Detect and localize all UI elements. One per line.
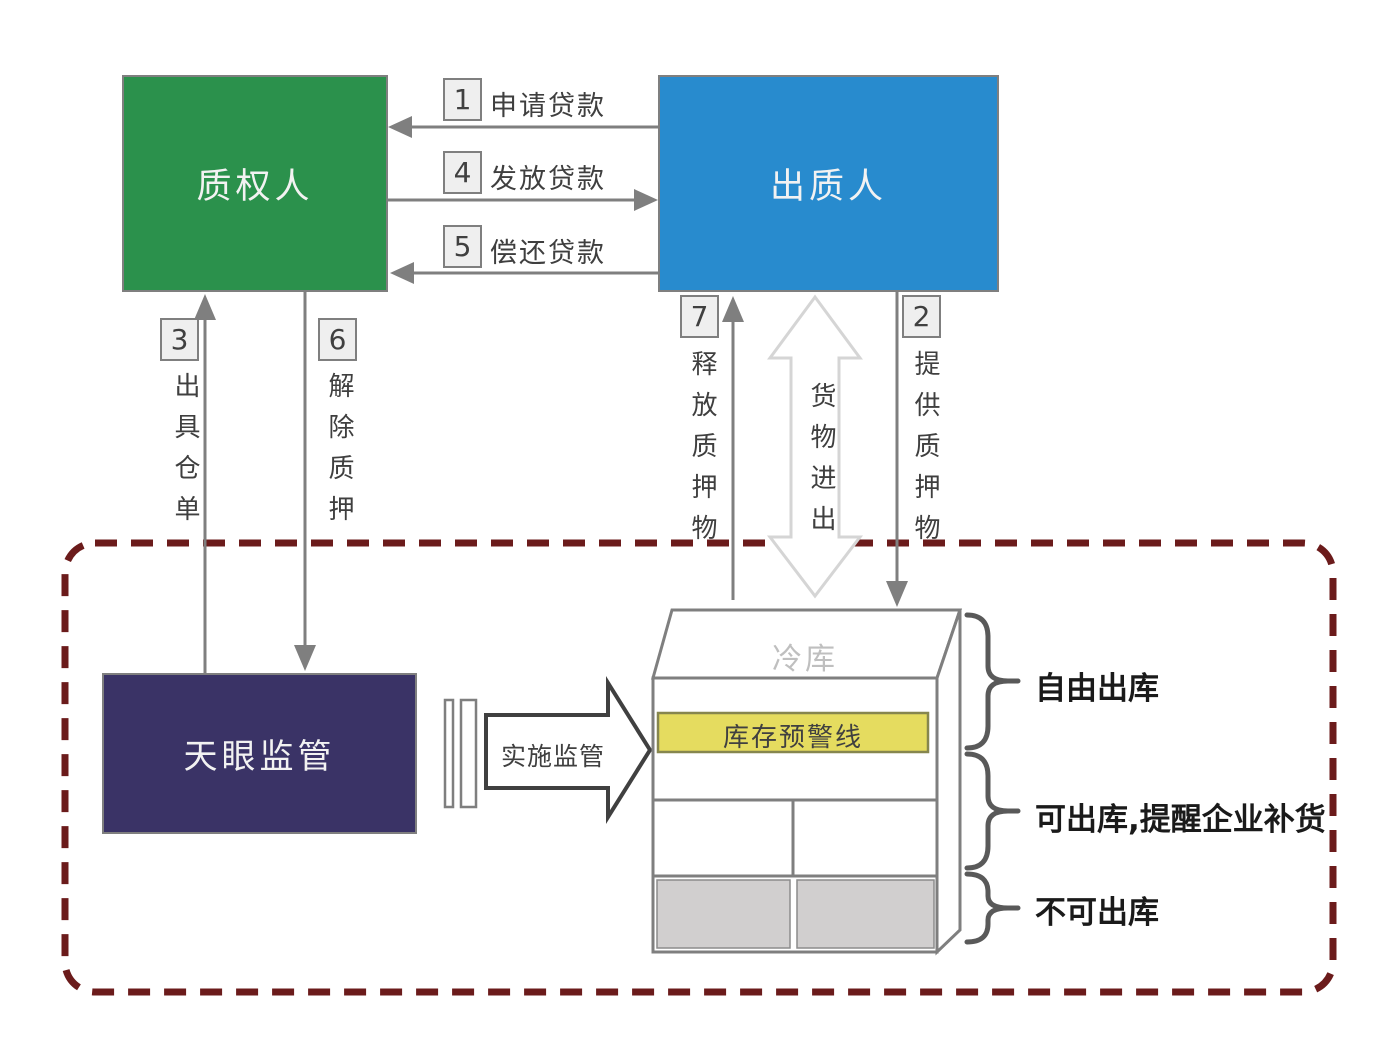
node-pledgee-label: 质权人 [196, 167, 314, 207]
arrow-issue-receipt-head [194, 294, 216, 320]
flow-label-repay-loan: 偿还贷款 [490, 238, 606, 269]
warning-line-label: 库存预警线 [722, 723, 863, 753]
warning-line-band [656, 711, 930, 754]
blocked-cell-right [796, 879, 935, 949]
flow-label-release-pledge: 解除质押 [324, 372, 354, 536]
supervision-bar-2 [459, 698, 478, 809]
flow-num-issue-receipt: 3 [160, 318, 199, 361]
goods-in-out-arrow [766, 294, 864, 599]
flow-num-issue-loan: 4 [443, 151, 482, 194]
arrow-issue-loan-head [634, 189, 658, 211]
flow-num-provide-goods: 2 [902, 295, 941, 338]
flow-num-release-pledge: 6 [318, 318, 357, 361]
flow-num-apply-loan: 1 [443, 78, 482, 121]
blocked-cell-left [656, 879, 791, 949]
implement-supervision-label: 实施监管 [500, 742, 605, 771]
node-pledgor-label: 出质人 [769, 167, 887, 207]
zone-braces [964, 612, 1021, 945]
arrow-repay-loan-head [390, 262, 414, 284]
node-pledgor: 出质人 [658, 75, 999, 292]
flow-label-issue-receipt: 出具仓单 [170, 372, 200, 536]
node-pledgee: 质权人 [122, 75, 388, 292]
arrow-release-pledge-head [294, 645, 316, 671]
brace-no-outbound [964, 871, 1021, 945]
node-supervision-label: 天眼监管 [183, 737, 336, 777]
flow-label-provide-goods: 提供质押物 [910, 350, 940, 555]
brace-warn-outbound [964, 751, 1021, 871]
goods-in-out-label: 货物进出 [806, 382, 836, 546]
arrow-apply-loan-head [388, 116, 412, 138]
brace-free-outbound [964, 612, 1021, 751]
flow-label-release-goods: 释放质押物 [687, 350, 717, 555]
flow-num-release-goods: 7 [680, 295, 719, 338]
node-supervision: 天眼监管 [102, 673, 417, 834]
flow-label-apply-loan: 申请贷款 [490, 91, 606, 122]
zone-label-no-outbound: 不可出库 [1035, 895, 1159, 931]
zone-label-free-outbound: 自由出库 [1035, 671, 1159, 707]
cold-storage-title: 冷库 [772, 642, 838, 677]
flow-num-repay-loan: 5 [443, 225, 482, 268]
flow-label-issue-loan: 发放贷款 [490, 164, 606, 195]
cold-storage-box [651, 608, 963, 956]
supervision-boundary-dashed-rect [61, 539, 1337, 996]
zone-label-warn-outbound: 可出库,提醒企业补货 [1035, 802, 1326, 838]
arrow-provide-goods-head [886, 581, 908, 607]
supervision-bar-1 [443, 698, 455, 809]
arrow-release-goods-head [722, 296, 744, 322]
implement-supervision-block-arrow [484, 676, 653, 824]
vertical-arrows [203, 292, 899, 673]
horizontal-arrows [388, 125, 658, 275]
